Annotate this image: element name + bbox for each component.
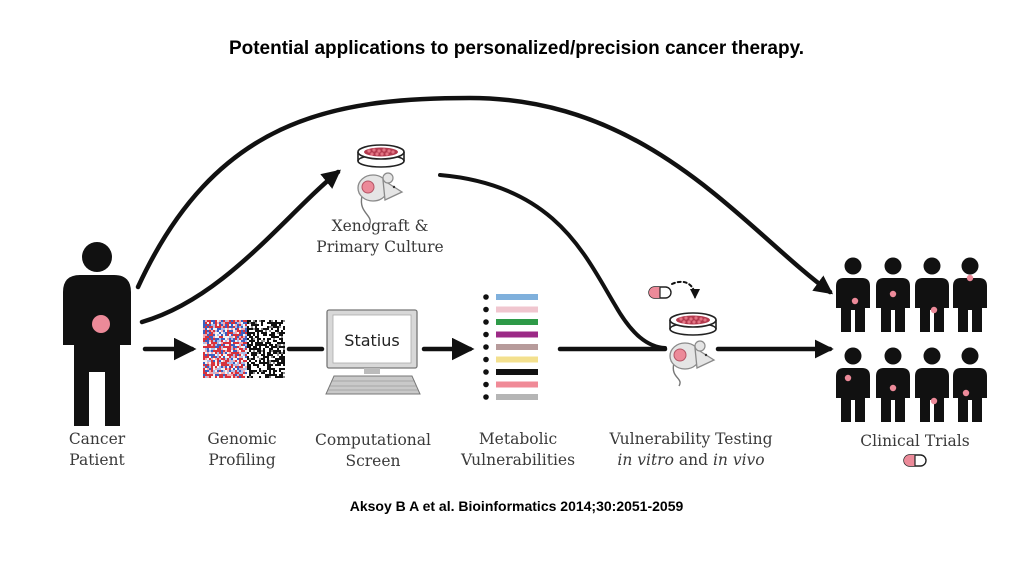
monitor-text: Statius xyxy=(344,331,399,350)
label-metabolic-vulnerabilities: Metabolic Vulnerabilities xyxy=(460,430,576,469)
line-xenograft-to-testing xyxy=(438,173,667,350)
person-icon xyxy=(876,347,910,422)
tumor-icon xyxy=(844,374,852,382)
dashed-drug-arrow xyxy=(671,280,700,299)
metabolic-list-item xyxy=(483,356,538,363)
label-genomic-profiling: Genomic Profiling xyxy=(207,430,277,469)
tumor-icon xyxy=(92,315,110,333)
mouse-icon-testing xyxy=(669,340,716,387)
tumor-icon xyxy=(889,384,897,392)
arrow-patient-to-clinical-trials xyxy=(135,95,834,295)
computer-monitor-icon xyxy=(325,309,421,395)
label-cancer-patient: Cancer Patient xyxy=(68,430,126,469)
metabolic-list-item xyxy=(483,294,538,300)
page-title: Potential applications to personalized/p… xyxy=(228,38,805,59)
metabolic-list-item xyxy=(483,306,538,313)
label-computational-screen: Computational Screen xyxy=(315,431,431,470)
person-icon xyxy=(915,347,949,422)
label-vulnerability-testing: Vulnerability Testing in vitro and in vi… xyxy=(609,430,773,469)
person-icon xyxy=(953,347,987,422)
metabolic-list-item xyxy=(483,344,538,350)
metabolic-list-item xyxy=(483,331,538,338)
person-icon xyxy=(836,257,870,332)
petri-dish-icon xyxy=(357,144,405,168)
clinical-trials-pill-icon xyxy=(903,454,927,467)
tumor-icon xyxy=(966,274,974,282)
metabolic-list-item xyxy=(483,394,538,400)
label-xenograft: Xenograft & Primary Culture xyxy=(316,217,444,256)
drug-pill-icon xyxy=(648,286,672,299)
tumor-icon xyxy=(889,290,897,298)
tumor-icon xyxy=(930,397,938,405)
petri-dish-icon-testing xyxy=(669,312,717,336)
label-clinical-trials: Clinical Trials xyxy=(860,432,970,450)
metabolic-list-item xyxy=(483,369,538,375)
metabolic-list-item xyxy=(483,319,538,325)
citation: Aksoy B A et al. Bioinformatics 2014;30:… xyxy=(349,498,684,514)
person-icon xyxy=(836,347,870,422)
person-icon xyxy=(915,257,949,332)
tumor-icon xyxy=(930,306,938,314)
tumor-icon xyxy=(851,297,859,305)
flow-arrows xyxy=(135,95,834,361)
genomic-heatmap-image xyxy=(203,320,285,378)
mouse-icon xyxy=(357,172,404,227)
tumor-icon xyxy=(962,389,970,397)
person-icon xyxy=(876,257,910,332)
clinical-trial-participants xyxy=(836,257,987,422)
cancer-patient-icon xyxy=(63,242,131,426)
metabolic-list-item xyxy=(483,381,538,388)
arrow-patient-to-xenograft xyxy=(139,169,341,325)
person-icon xyxy=(953,257,987,332)
metabolic-vulnerabilities-list xyxy=(483,294,538,400)
